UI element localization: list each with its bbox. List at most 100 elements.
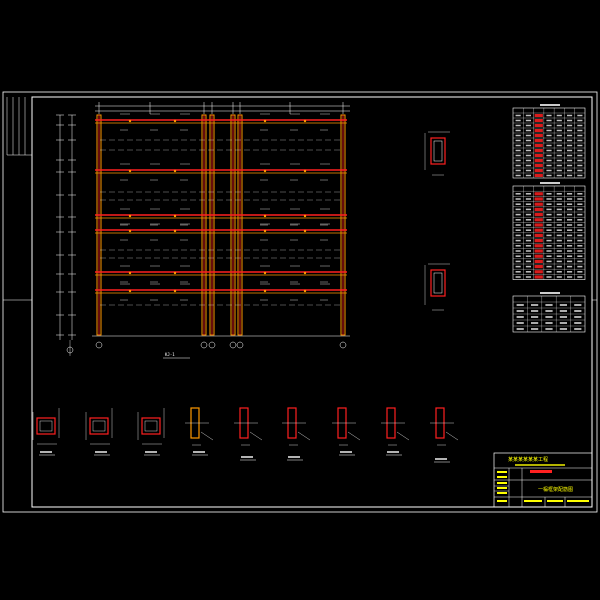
rebar-table-upper-cell-mark: [515, 174, 521, 177]
rebar-table-upper-cell-mark: [546, 144, 552, 147]
beam-node-dot: [128, 119, 132, 123]
section-label-mark: [340, 451, 352, 453]
rebar-table-upper-cell-mark: [577, 174, 583, 177]
rebar-table-middle-cell-mark: [525, 260, 531, 263]
beam-node-dot: [173, 169, 177, 173]
title-block-sign-mark: [497, 471, 507, 473]
rebar-table-middle-rebar-shape: [534, 249, 543, 253]
rebar-table-middle-cell-mark: [525, 219, 531, 221]
rebar-table-upper-cell-mark: [567, 124, 573, 127]
beam-node-dot: [303, 229, 307, 233]
inner-border: [31, 96, 593, 508]
rebar-table-upper-cell-mark: [525, 144, 531, 147]
rebar-table-upper-rebar-shape: [534, 169, 543, 172]
rebar-table-upper-cell-mark: [515, 119, 521, 122]
rebar-table-upper-cell-mark: [577, 169, 583, 172]
rebar-table-middle-rebar-shape: [534, 202, 543, 206]
rebar-table-lower-cell-mark: [559, 304, 567, 306]
rebar-table-middle-cell-mark: [577, 208, 583, 211]
rebar-table-middle-cell-mark: [546, 276, 552, 278]
section-label-mark: [145, 451, 157, 453]
rebar-table-middle-rebar-shape: [534, 223, 543, 227]
column-section-inner: [433, 272, 443, 294]
elevation-label: KJ-1: [165, 352, 175, 357]
rebar-table-middle-cell-mark: [577, 234, 583, 237]
rebar-table-middle-cell-mark: [546, 224, 552, 226]
rebar-table-middle-cell-mark: [546, 193, 552, 195]
rebar-table-lower-cell-mark: [531, 316, 539, 318]
rebar-table-middle-cell-mark: [515, 213, 521, 216]
rebar-table-upper-cell-mark: [546, 134, 552, 137]
beam-node-dot: [303, 119, 307, 123]
rebar-table-lower-cell-mark: [545, 322, 553, 324]
rebar-table-middle-cell-mark: [567, 271, 573, 273]
rebar-table-upper-cell-mark: [577, 129, 583, 132]
rebar-table-upper-cell-mark: [556, 174, 562, 177]
rebar-table-lower-cell-mark: [531, 310, 539, 312]
rebar-table-upper-cell-mark: [577, 144, 583, 147]
rebar-table-lower-cell-mark: [516, 304, 524, 306]
section-label-mark: [435, 458, 447, 460]
rebar-table-middle-cell-mark: [567, 250, 573, 252]
rebar-table-middle-rebar-shape: [534, 265, 543, 269]
title-block-sign-mark: [497, 492, 507, 494]
table-header-mark: [540, 104, 560, 106]
section-label-mark: [387, 451, 399, 453]
rebar-table-middle-cell-mark: [556, 260, 562, 263]
rebar-table-middle-cell-mark: [567, 198, 573, 200]
rebar-table-middle-cell-mark: [556, 276, 562, 278]
rebar-table-upper-cell-mark: [546, 154, 552, 157]
rebar-table-lower-cell-mark: [545, 328, 553, 330]
rebar-table-middle-cell-mark: [525, 213, 531, 216]
rebar-table-upper-cell-mark: [577, 114, 583, 117]
axis-bubble: [236, 341, 244, 349]
beam-node-dot: [128, 229, 132, 233]
rebar-table-upper-rebar-shape: [534, 124, 543, 127]
rebar-table-middle-cell-mark: [567, 255, 573, 257]
rebar-table-middle-rebar-shape: [534, 228, 543, 232]
rebar-table-middle-cell-mark: [577, 250, 583, 252]
rebar-table-upper-cell-mark: [567, 154, 573, 157]
rebar-table-upper-cell-mark: [515, 159, 521, 162]
axis-bubble: [200, 341, 208, 349]
beam-node-dot: [263, 119, 267, 123]
rebar-table-middle-cell-mark: [567, 219, 573, 221]
rebar-table-middle-cell-mark: [525, 229, 531, 231]
title-block-sign-mark: [524, 500, 542, 502]
rebar-tables: [512, 104, 586, 333]
rebar-table-upper-rebar-shape: [534, 119, 543, 122]
title-block-sign-mark: [567, 500, 589, 502]
rebar-table-upper-cell-mark: [546, 169, 552, 172]
rebar-table-upper-cell-mark: [515, 154, 521, 157]
beam-node-dot: [128, 289, 132, 293]
rebar-table-middle-rebar-shape: [534, 213, 543, 217]
rebar-table-lower-cell-mark: [574, 310, 582, 312]
rebar-table-lower-cell-mark: [531, 322, 539, 324]
rebar-table-middle-cell-mark: [567, 234, 573, 237]
rebar-table-lower-cell-mark: [545, 304, 553, 306]
rebar-table-upper-cell-mark: [556, 129, 562, 132]
rebar-table-upper-cell-mark: [567, 149, 573, 152]
column-rebar-leader: [445, 431, 459, 441]
rebar-table-upper-cell-mark: [577, 149, 583, 152]
rebar-table-upper-cell-mark: [515, 114, 521, 117]
title-block-sub-bar: [515, 464, 565, 466]
rebar-table-upper-cell-mark: [525, 169, 531, 172]
rebar-table-upper-rebar-shape: [534, 149, 543, 152]
rebar-table-upper-cell-mark: [515, 129, 521, 132]
beam-node-dot: [173, 119, 177, 123]
title-block-sign-mark: [547, 500, 563, 502]
outer-border: [2, 91, 598, 513]
rebar-table-middle-cell-mark: [546, 234, 552, 237]
beam-section-inner: [39, 420, 53, 432]
rebar-table-middle-rebar-shape: [534, 239, 543, 243]
beam-section-rect: [141, 417, 161, 435]
rebar-table-upper-cell-mark: [525, 174, 531, 177]
rebar-table-middle-cell-mark: [546, 265, 552, 268]
table-header-mark: [540, 292, 560, 294]
rebar-table-lower-cell-mark: [559, 328, 567, 330]
rebar-table-upper-cell-mark: [567, 134, 573, 137]
rebar-table-middle-cell-mark: [577, 219, 583, 221]
beam-node-dot: [303, 169, 307, 173]
